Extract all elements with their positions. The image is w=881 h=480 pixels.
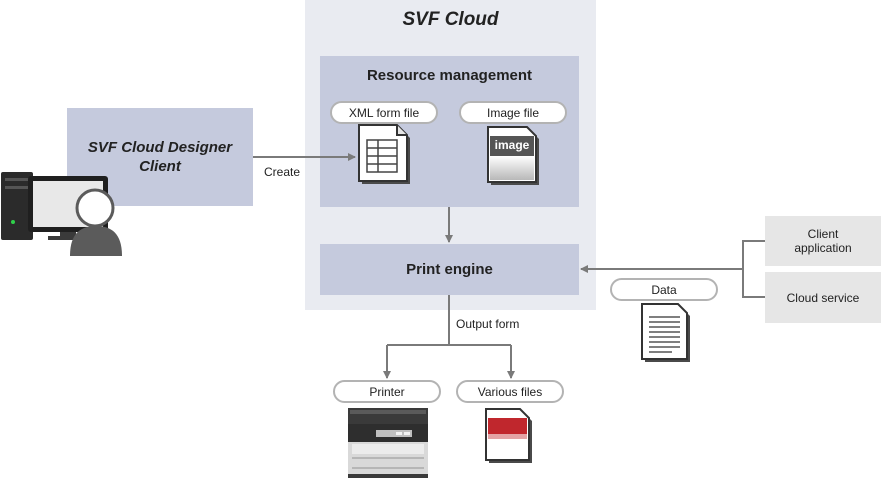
- file-icon: [485, 408, 532, 463]
- designer-label-line1: SVF Cloud Designer: [87, 139, 233, 156]
- image-document-icon: image: [486, 126, 542, 188]
- form-document-icon: [358, 124, 410, 184]
- data-pill: Data: [610, 278, 718, 301]
- resource-management-title: Resource management: [366, 67, 533, 84]
- create-label: Create: [264, 165, 301, 179]
- client-application-box: Client application: [765, 216, 881, 266]
- client-application-line2: application: [794, 241, 852, 255]
- output-form-label: Output form: [456, 317, 520, 331]
- various-files-pill: Various files: [456, 380, 564, 403]
- xml-form-file-pill: XML form file: [330, 101, 438, 124]
- data-document-icon: [641, 303, 690, 362]
- printer-pill: Printer: [333, 380, 441, 403]
- image-file-pill: Image file: [459, 101, 567, 124]
- print-engine-box: Print engine: [320, 244, 579, 295]
- computer-user-icon: [1, 172, 122, 256]
- designer-label-line2: Client: [139, 158, 181, 175]
- svf-cloud-title: SVF Cloud: [402, 9, 499, 30]
- printer-icon: [348, 408, 428, 478]
- cloud-service-box: Cloud service: [765, 272, 881, 323]
- image-icon-text: image: [494, 138, 530, 152]
- client-application-line1: Client: [807, 227, 839, 241]
